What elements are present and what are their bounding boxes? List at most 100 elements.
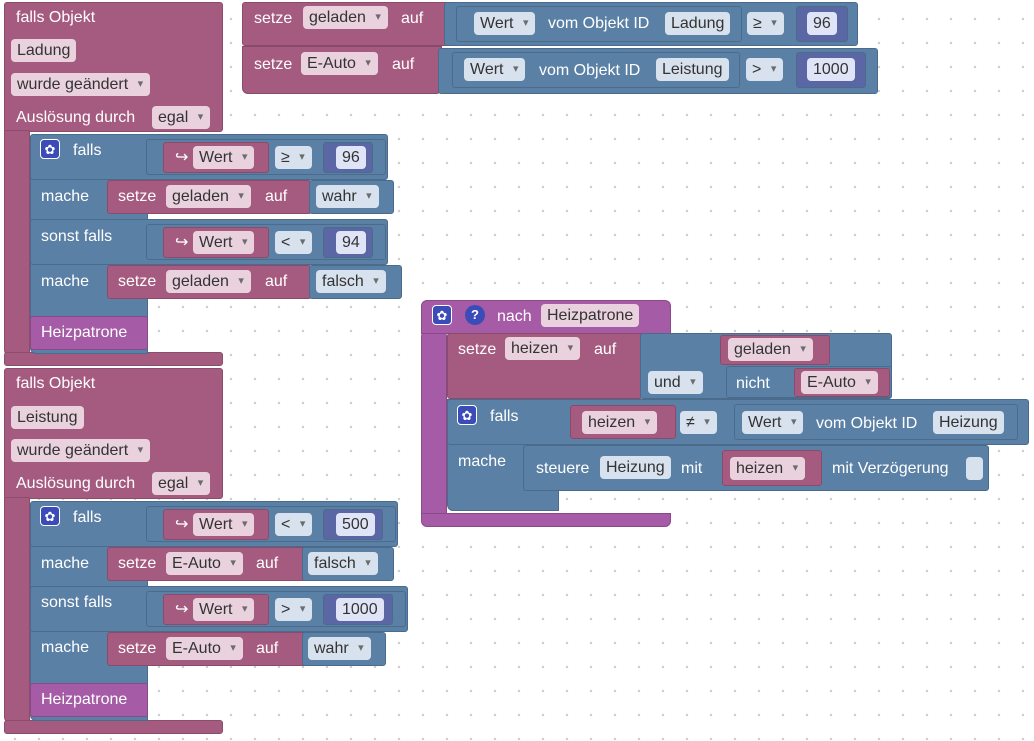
trigger-spine-leistung [4,497,30,723]
on-label: auf [265,273,288,290]
control-label: steuere [536,460,590,477]
delay-label: mit Verzögerung [832,460,949,477]
variable-dropdown[interactable]: geladen [303,6,388,29]
do-label: mache [41,555,90,572]
with-label: mit [681,460,703,477]
gear-icon[interactable]: ✿ [40,506,60,526]
trigger-header-label: falls Objekt [16,9,96,26]
set-label: setze [118,188,157,205]
if-label: falls [490,408,519,425]
set-label: setze [458,341,497,358]
return-arrow-icon: ↪ [175,601,189,618]
procedure-spine [421,333,447,517]
set-label: setze [118,640,157,657]
value-dropdown-2[interactable]: Wert [193,231,255,254]
set-label: setze [118,273,157,290]
number-field[interactable]: 500 [336,513,375,536]
value-dropdown-2[interactable]: Wert [193,598,255,621]
variable-dropdown[interactable]: geladen [728,338,813,361]
help-icon[interactable]: ? [465,305,485,325]
value-dropdown[interactable]: Wert [464,58,526,81]
trigger-by-label: Auslösung durch [16,109,136,126]
variable-dropdown[interactable]: heizen [730,457,806,480]
number-field[interactable]: 1000 [807,58,855,81]
variable-dropdown-2[interactable]: E-Auto [166,637,243,660]
number-field[interactable]: 96 [336,146,366,169]
delay-checkbox[interactable] [966,457,983,480]
trigger-object-field[interactable]: Leistung [11,406,84,429]
return-arrow-icon: ↪ [175,149,189,166]
boolean-dropdown-2[interactable]: falsch [316,270,386,293]
value-dropdown[interactable]: Wert [742,411,804,434]
number-field-2[interactable]: 94 [336,231,366,254]
boolean-dropdown[interactable]: wahr [316,185,379,208]
on-label: auf [265,188,288,205]
do-label-2: mache [41,273,90,290]
trigger-footer-leistung [4,720,223,734]
on-label: auf [392,56,415,73]
trigger-condition-dropdown[interactable]: wurde geändert [11,73,151,96]
on-label: auf [256,640,279,657]
variable-dropdown[interactable]: E-Auto [801,371,878,394]
operator-dropdown[interactable]: > [746,58,784,81]
trigger-by-dropdown[interactable]: egal [152,472,211,495]
on-label: auf [594,341,617,358]
operator-dropdown-2[interactable]: > [275,598,313,621]
procedure-call-label: Heizpatrone [41,324,128,341]
boolean-dropdown[interactable]: falsch [308,552,378,575]
procedure-footer [421,513,671,527]
procedure-name-field[interactable]: Heizpatrone [541,304,640,327]
gear-icon[interactable]: ✿ [432,305,452,325]
return-arrow-icon: ↪ [175,234,189,251]
of-object-label: vom Objekt ID [539,62,641,79]
trigger-condition-dropdown[interactable]: wurde geändert [11,439,151,462]
operator-dropdown[interactable]: ≥ [275,146,312,169]
elseif-label: sonst falls [41,228,113,245]
trigger-header-label: falls Objekt [16,375,96,392]
operator-dropdown[interactable]: < [275,513,313,536]
variable-dropdown-2[interactable]: geladen [166,270,251,293]
control-object-field[interactable]: Heizung [600,456,671,479]
trigger-footer-ladung [4,352,223,366]
value-dropdown[interactable]: Wert [193,146,255,169]
trigger-object-field[interactable]: Ladung [11,39,77,62]
gear-icon[interactable]: ✿ [457,405,477,425]
procedure-call-block[interactable] [30,316,148,350]
boolean-dropdown-2[interactable]: wahr [308,637,371,660]
set-label: setze [118,555,157,572]
object-id-field[interactable]: Heizung [933,411,1004,434]
of-object-label: vom Objekt ID [548,15,650,32]
procedure-call-block[interactable] [30,683,148,717]
variable-dropdown[interactable]: geladen [166,185,251,208]
of-object-label: vom Objekt ID [816,415,918,432]
on-label: auf [401,10,424,27]
operator-dropdown[interactable]: ≥ [747,12,784,35]
set-label: setze [254,10,293,27]
and-operator-dropdown[interactable]: und [648,371,703,394]
procedure-call-label: Heizpatrone [41,691,128,708]
on-label: auf [256,555,279,572]
value-dropdown[interactable]: Wert [474,12,536,35]
variable-dropdown[interactable]: heizen [582,411,658,434]
trigger-by-dropdown[interactable]: egal [152,106,211,129]
gear-icon[interactable]: ✿ [40,139,60,159]
number-field[interactable]: 96 [807,12,837,35]
procedure-nach-label: nach [497,308,532,325]
variable-dropdown[interactable]: heizen [505,337,581,360]
operator-dropdown[interactable]: ≠ [680,411,717,434]
do-label: mache [458,453,507,470]
object-id-field[interactable]: Leistung [656,58,729,81]
object-id-field[interactable]: Ladung [665,12,731,35]
number-field-2[interactable]: 1000 [336,598,384,621]
if-label: falls [73,142,102,159]
variable-dropdown[interactable]: E-Auto [166,552,243,575]
value-dropdown[interactable]: Wert [193,513,255,536]
not-label: nicht [736,375,770,392]
operator-dropdown-2[interactable]: < [275,231,313,254]
elseif-label: sonst falls [41,594,113,611]
do-label: mache [41,188,90,205]
trigger-spine-ladung [4,130,30,356]
do-label-2: mache [41,639,90,656]
variable-dropdown[interactable]: E-Auto [301,52,378,75]
